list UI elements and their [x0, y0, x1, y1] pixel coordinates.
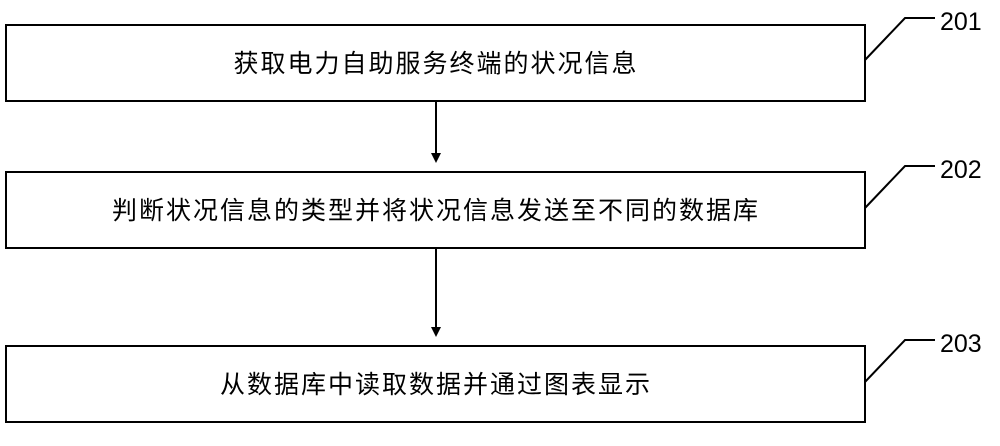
- step-label-202: 202: [940, 156, 982, 184]
- step-box-203: [5, 345, 866, 423]
- callout-line-202: [864, 165, 935, 209]
- callout-line-203: [864, 339, 935, 383]
- callout-line-201: [864, 17, 935, 61]
- step-text-202: 判断状况信息的类型并将状况信息发送至不同的数据库: [112, 196, 760, 225]
- step-text-201: 获取电力自助服务终端的状况信息: [233, 49, 638, 78]
- step-box-202: [5, 171, 866, 249]
- step-text-203: 从数据库中读取数据并通过图表显示: [220, 370, 652, 399]
- step-202: 判断状况信息的类型并将状况信息发送至不同的数据库 202: [5, 156, 982, 249]
- step-label-203: 203: [940, 330, 982, 358]
- step-203: 从数据库中读取数据并通过图表显示 203: [5, 330, 982, 423]
- step-box-201: [5, 24, 866, 102]
- step-label-201: 201: [940, 8, 982, 36]
- step-201: 获取电力自助服务终端的状况信息 201: [5, 8, 982, 102]
